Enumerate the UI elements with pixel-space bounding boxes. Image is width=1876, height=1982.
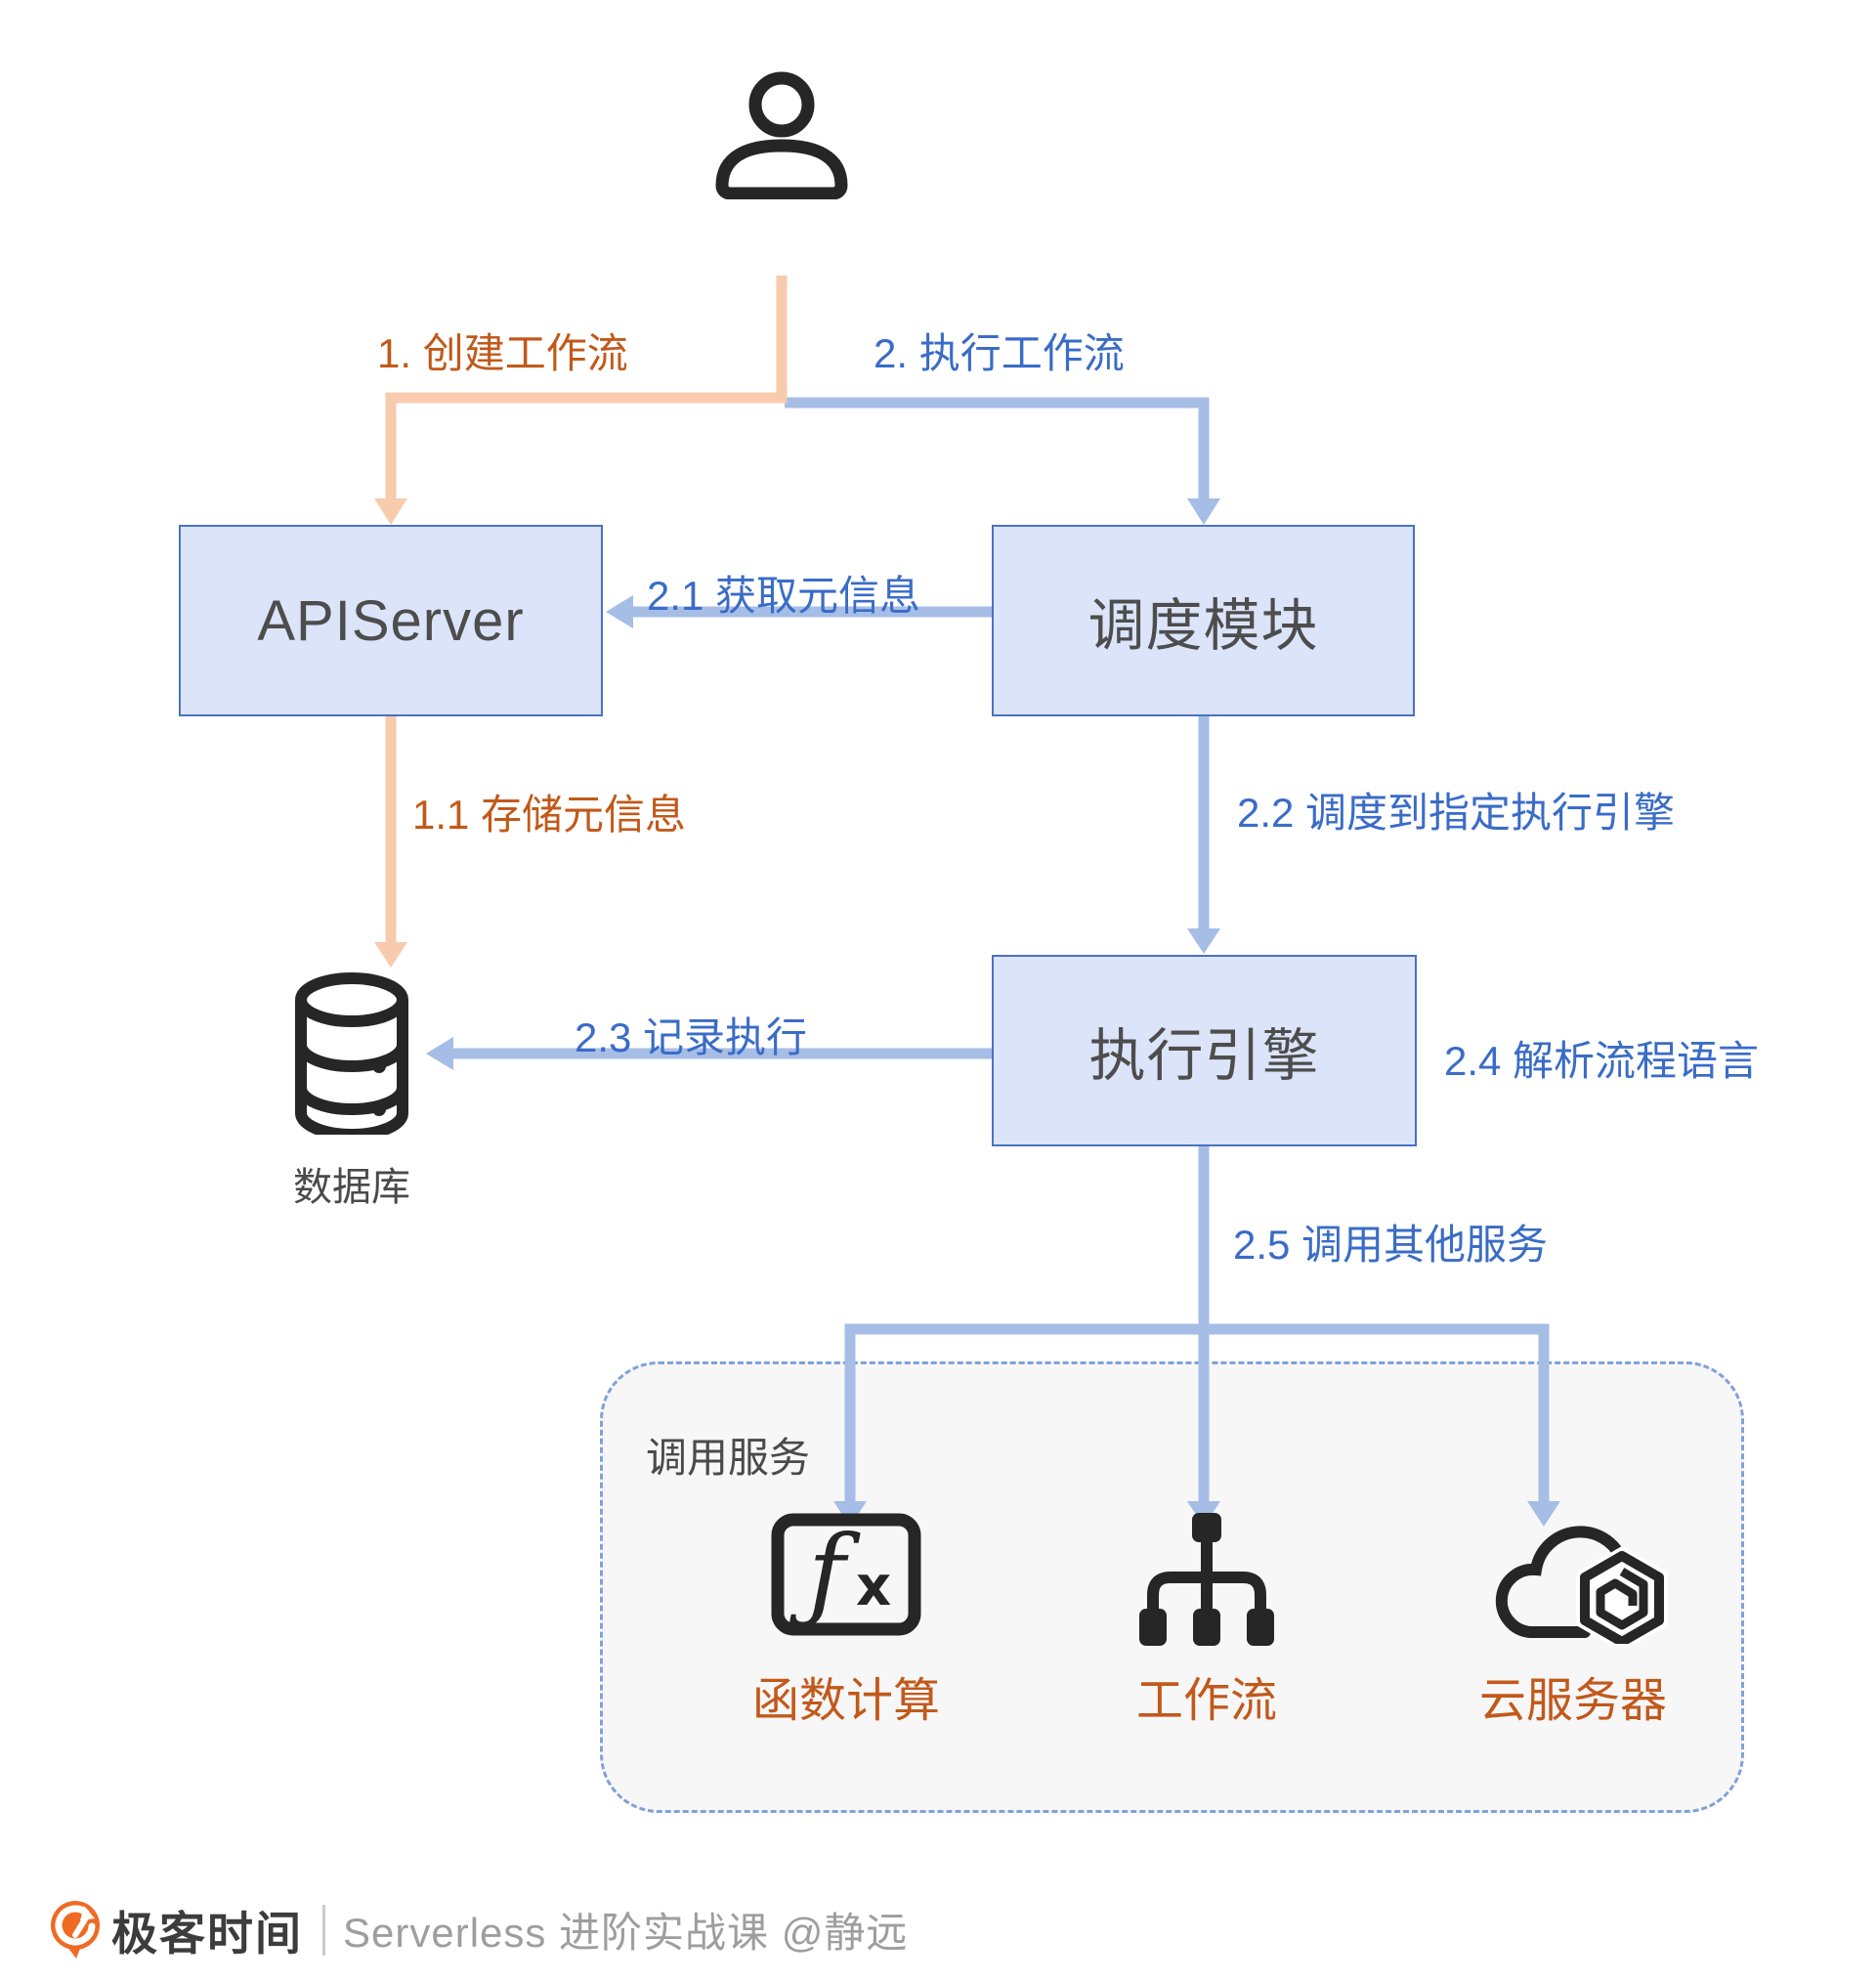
service-label-workflow: 工作流 (1135, 1675, 1277, 1727)
node-execution-engine-label: 执行引擎 (1088, 1024, 1320, 1088)
node-scheduler: 调度模块 (992, 525, 1415, 716)
node-apiserver: APIServer (179, 525, 603, 716)
cloud-server-icon (1495, 1526, 1668, 1644)
services-group-title: 调用服务 (646, 1435, 811, 1481)
edge-label-dispatch-engine: 2.2 调度到指定执行引擎 (1237, 790, 1676, 836)
geektime-logo-icon (51, 1900, 100, 1959)
workflow-tree-icon (1139, 1513, 1274, 1646)
node-apiserver-label: APIServer (257, 588, 525, 653)
edge-label-invoke-services: 2.5 调用其他服务 (1233, 1222, 1549, 1268)
database-label: 数据库 (293, 1166, 410, 1209)
person-icon (715, 71, 848, 199)
service-label-function-compute: 函数计算 (751, 1675, 940, 1727)
footer-brand: 极客时间 (111, 1908, 303, 1960)
arrow-create-workflow (374, 276, 788, 525)
arrow-execute-workflow (785, 397, 1220, 525)
edge-label-store-metadata: 1.1 存储元信息 (412, 792, 687, 838)
footer-divider (322, 1904, 325, 1956)
arrow-dispatch-engine (1187, 716, 1220, 954)
fx-glyph-x: x (856, 1555, 891, 1618)
node-scheduler-label: 调度模块 (1087, 594, 1319, 658)
database-icon (295, 972, 408, 1135)
function-compute-icon: ƒ x (771, 1513, 921, 1636)
edge-label-record-execution: 2.3 记录执行 (575, 1014, 808, 1060)
edge-label-execute-workflow: 2. 执行工作流 (874, 330, 1125, 376)
edge-label-parse-dsl: 2.4 解析流程语言 (1444, 1038, 1760, 1084)
service-label-cloud-server: 云服务器 (1478, 1675, 1667, 1727)
fx-glyph-f: ƒ (789, 1513, 861, 1632)
edge-label-fetch-metadata: 2.1 获取元信息 (647, 573, 921, 619)
footer-course: Serverless 进阶实战课 @静远 (343, 1910, 909, 1956)
edge-label-create-workflow: 1. 创建工作流 (377, 330, 628, 376)
arrow-store-metadata (374, 716, 407, 968)
footer: 极客时间 Serverless 进阶实战课 @静远 (49, 1896, 908, 1963)
node-execution-engine: 执行引擎 (992, 955, 1417, 1146)
